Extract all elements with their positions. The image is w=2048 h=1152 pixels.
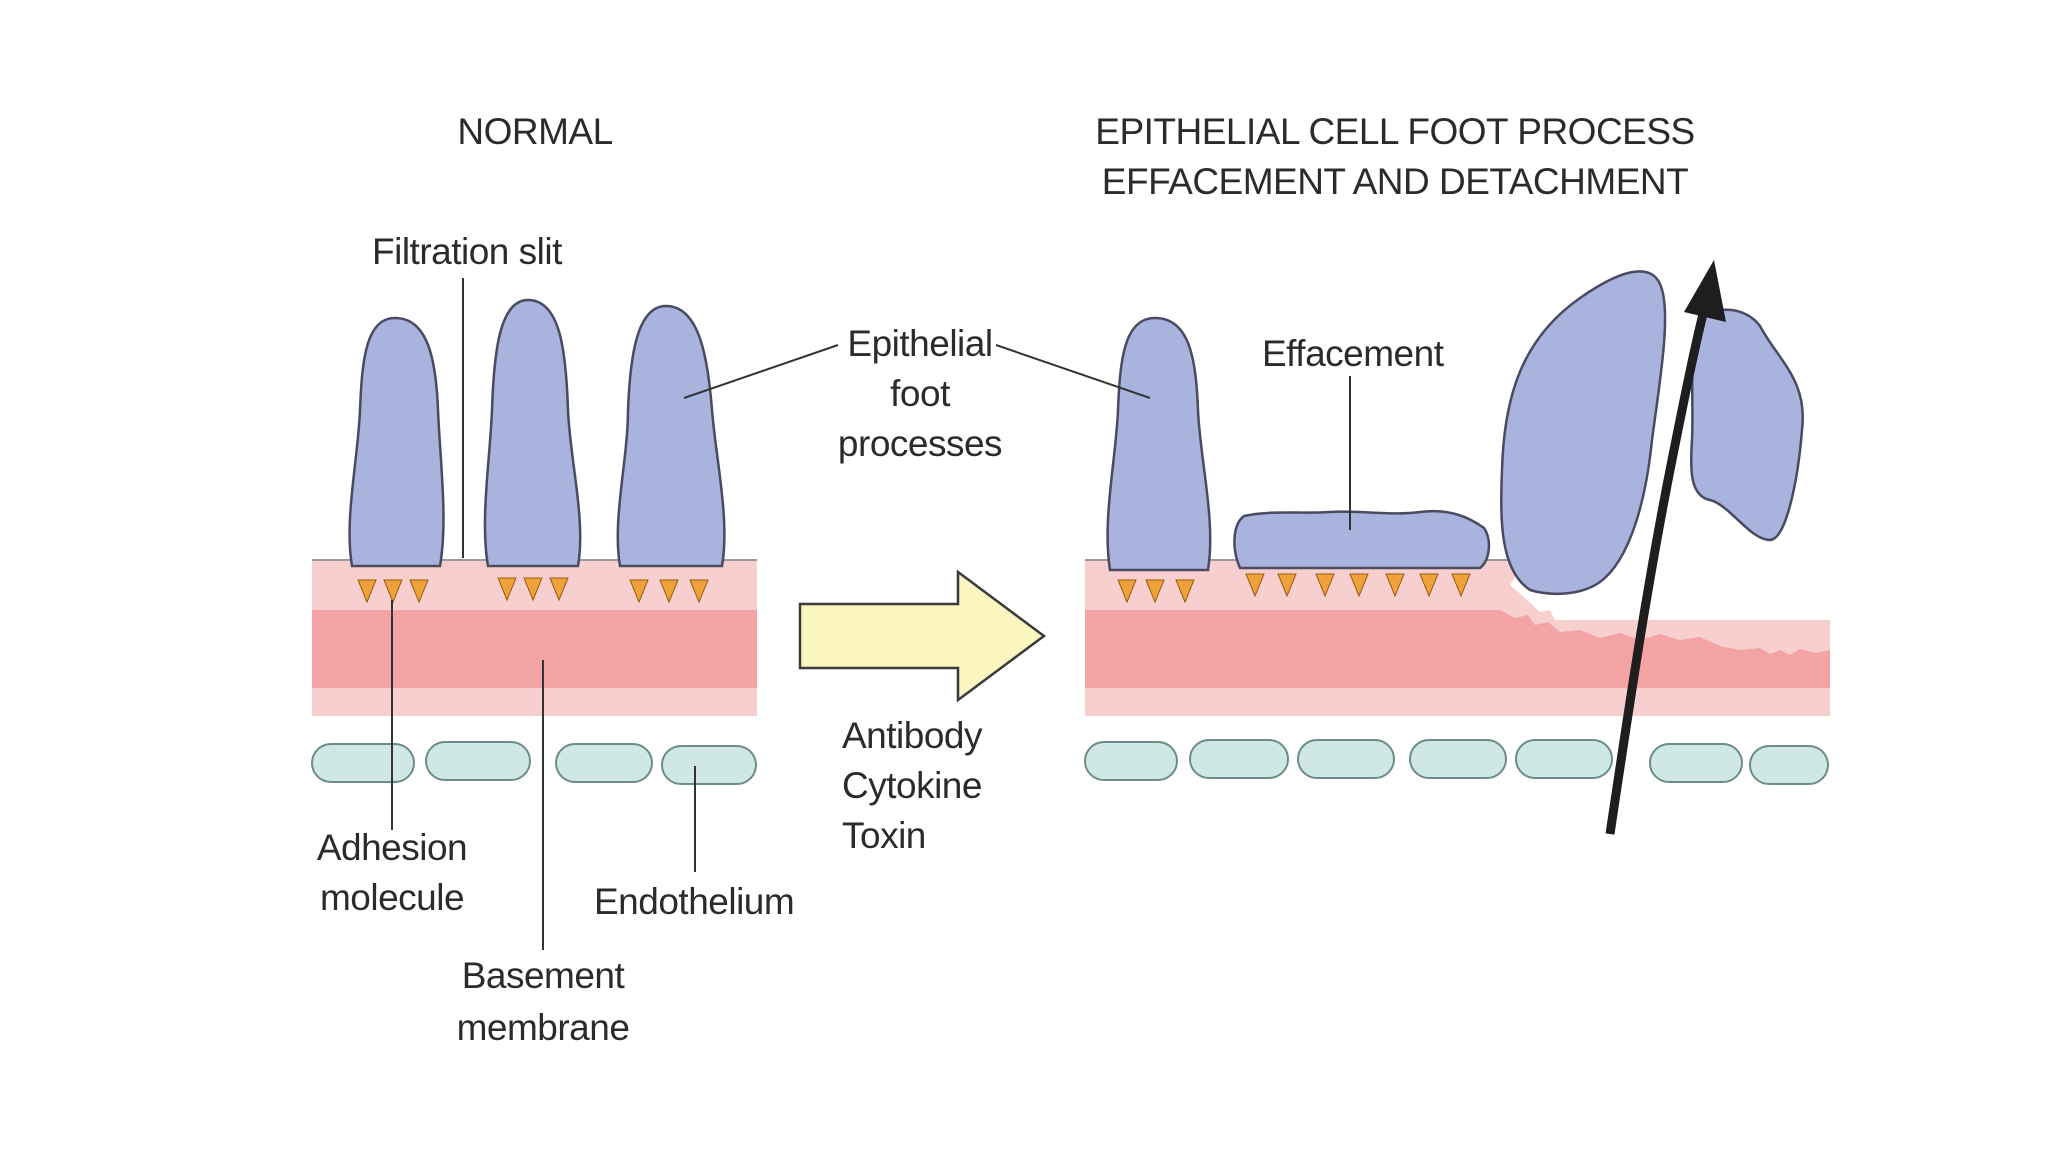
agent-cytokine: Cytokine (842, 765, 982, 806)
adhesion-molecule (1175, 579, 1195, 604)
adhesion-molecule (1451, 573, 1471, 598)
adhesion-molecule (1117, 579, 1137, 604)
detached-cell-small (1689, 308, 1805, 542)
endothelium-cells (1084, 739, 1829, 785)
foot-process (348, 316, 445, 568)
adhesion-molecule (1245, 573, 1265, 598)
endothelial-cell (555, 743, 653, 783)
endothelium-label: Endothelium (594, 881, 795, 922)
adhesion-molecule (497, 577, 517, 602)
agent-toxin: Toxin (842, 815, 926, 856)
endothelial-cell (311, 743, 415, 783)
effacement-label: Effacement (1262, 333, 1444, 374)
agent-antibody: Antibody (842, 715, 983, 756)
endothelial-cell (425, 741, 531, 781)
foot-process (1106, 316, 1212, 572)
effaced-foot-process (1233, 509, 1491, 570)
adhesion-molecule (1349, 573, 1369, 598)
epithelial-pointer-left (683, 344, 839, 399)
endothelium-cells (311, 741, 757, 785)
endothelial-cell (661, 745, 757, 785)
adhesion-molecule (409, 579, 429, 604)
adhesion-molecule (1315, 573, 1335, 598)
foot-process (483, 298, 582, 568)
epithelial-label-line3: processes (837, 423, 1003, 464)
adhesion-molecule (1385, 573, 1405, 598)
detached-cell-large (1500, 270, 1667, 595)
adhesion-molecule (383, 579, 403, 604)
adhesion-label-line1: Adhesion (316, 827, 468, 868)
transition-arrow (798, 569, 1047, 703)
basement-membrane-lower-layer (312, 688, 757, 716)
filtration-slit-label: Filtration slit (372, 231, 562, 272)
normal-title: NORMAL (457, 111, 613, 152)
basement-label-line1: Basement (461, 955, 625, 996)
adhesion-molecule (1145, 579, 1165, 604)
foot-process (616, 304, 726, 568)
adhesion-molecule (549, 577, 569, 602)
injury-title-line2: EFFACEMENT AND DETACHMENT (1101, 161, 1689, 202)
adhesion-label-line2: molecule (319, 877, 465, 918)
endothelial-cell (1189, 739, 1289, 779)
basement-membrane-dense-layer (1085, 610, 1830, 688)
endothelial-cell (1084, 741, 1178, 781)
adhesion-molecule (659, 579, 679, 604)
epithelial-label-line2: foot (890, 373, 950, 414)
basement-label-line2: membrane (456, 1007, 630, 1048)
adhesion-molecule (1277, 573, 1297, 598)
endothelial-cell (1409, 739, 1507, 779)
adhesion-molecule (1419, 573, 1439, 598)
endothelial-cell (1749, 745, 1829, 785)
injured-panel (995, 260, 1830, 835)
adhesion-molecule (629, 579, 649, 604)
basement-membrane-dense-layer (312, 610, 757, 688)
detachment-arrow-head (1684, 260, 1726, 322)
epithelial-label-line1: Epithelial (847, 323, 993, 364)
normal-panel (311, 278, 839, 950)
adhesion-molecules (357, 577, 709, 604)
adhesion-molecules (1117, 573, 1471, 604)
adhesion-molecule (523, 577, 543, 602)
adhesion-molecule (357, 579, 377, 604)
endothelial-cell (1649, 743, 1743, 783)
adhesion-molecule (689, 579, 709, 604)
endothelial-cell (1515, 739, 1613, 779)
injury-title-line1: EPITHELIAL CELL FOOT PROCESS (1095, 111, 1695, 152)
endothelial-cell (1297, 739, 1395, 779)
detachment-arrow-shaft (1605, 308, 1709, 835)
epithelial-pointer-right (995, 344, 1151, 399)
